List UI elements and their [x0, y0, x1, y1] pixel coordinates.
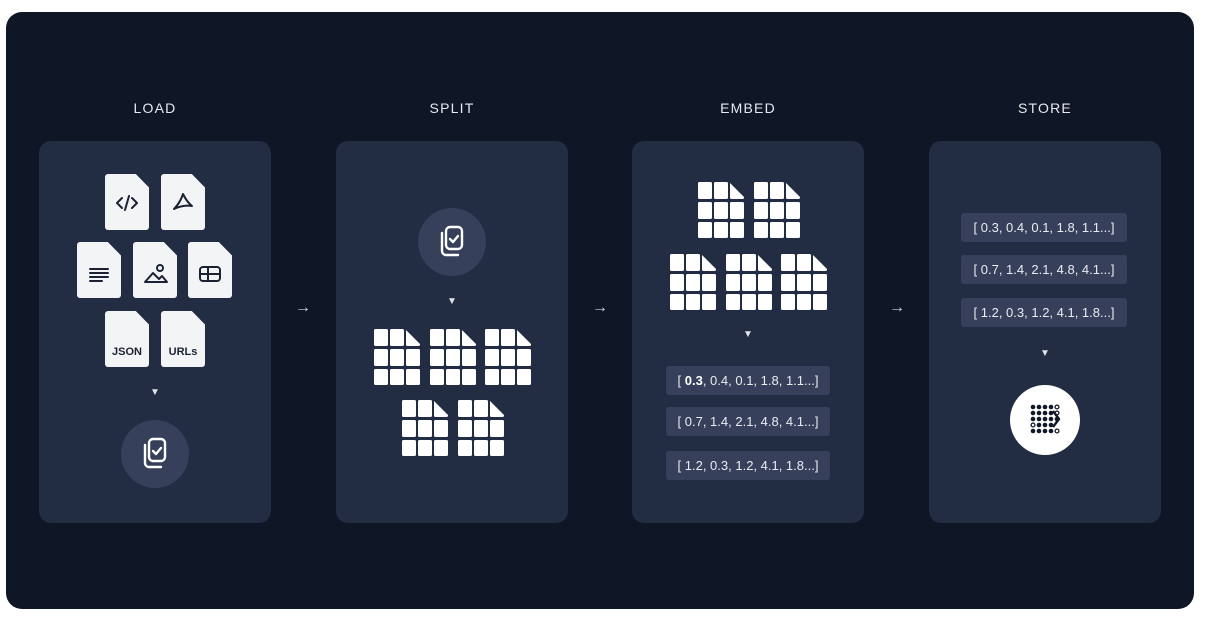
- stored-vector-3: [ 1.2, 0.3, 1.2, 4.1, 1.8...]: [961, 298, 1127, 327]
- documents-icon: [418, 208, 486, 276]
- chunk-grid-icon: [430, 329, 476, 385]
- chunk-grid-icon: [374, 329, 420, 385]
- arrow-embed-to-store: →: [889, 299, 905, 316]
- stage-title-load: LOAD: [133, 100, 177, 116]
- stage-title-store: STORE: [1018, 100, 1072, 116]
- text-file-icon: [77, 242, 121, 298]
- down-triangle-icon: ▼: [447, 296, 457, 307]
- rag-pipeline-diagram: LOAD JSON URLs: [6, 12, 1194, 609]
- vector-store-logo-icon: [1010, 385, 1080, 455]
- stage-title-split: SPLIT: [429, 100, 475, 116]
- down-triangle-icon: ▼: [150, 387, 160, 398]
- code-file-icon: [105, 174, 149, 230]
- stored-vector-1: [ 0.3, 0.4, 0.1, 1.8, 1.1...]: [961, 213, 1127, 242]
- arrow-load-to-split: →: [295, 299, 311, 316]
- panel-load: JSON URLs ▼: [39, 141, 271, 523]
- urls-file-label: URLs: [168, 346, 198, 358]
- pdf-file-icon: [161, 174, 205, 230]
- json-file-label: JSON: [112, 346, 142, 358]
- chunk-grid-icon: [670, 254, 716, 310]
- arrow-split-to-embed: →: [592, 299, 608, 316]
- down-triangle-icon: ▼: [1040, 348, 1050, 359]
- stage-title-embed: EMBED: [720, 100, 776, 116]
- chunk-grid-icon: [726, 254, 772, 310]
- urls-file-icon: URLs: [161, 311, 205, 367]
- stored-vector-2: [ 0.7, 1.4, 2.1, 4.8, 4.1...]: [961, 255, 1127, 284]
- panel-embed: ▼ [ 0.3, 0.4, 0.1, 1.8, 1.1...] [ 0.7, 1…: [632, 141, 864, 523]
- embedding-vector-3: [ 1.2, 0.3, 1.2, 4.1, 1.8...]: [666, 451, 830, 480]
- embedding-vector-1: [ 0.3, 0.4, 0.1, 1.8, 1.1...]: [666, 366, 830, 395]
- down-triangle-icon: ▼: [743, 329, 753, 340]
- panel-store: [ 0.3, 0.4, 0.1, 1.8, 1.1...] [ 0.7, 1.4…: [929, 141, 1161, 523]
- embedding-vector-2: [ 0.7, 1.4, 2.1, 4.8, 4.1...]: [666, 407, 830, 436]
- chunk-grid-icon: [458, 400, 504, 456]
- chunk-grid-icon: [781, 254, 827, 310]
- vector-highlight-value: 0.3: [684, 373, 703, 388]
- chunk-grid-icon: [754, 182, 800, 238]
- chunk-grid-icon: [402, 400, 448, 456]
- documents-icon: [121, 420, 189, 488]
- chunk-grid-icon: [698, 182, 744, 238]
- panel-split: ▼: [336, 141, 568, 523]
- table-file-icon: [188, 242, 232, 298]
- chunk-grid-icon: [485, 329, 531, 385]
- image-file-icon: [133, 242, 177, 298]
- vector-rest: , 0.4, 0.1, 1.8, 1.1...]: [702, 373, 819, 388]
- json-file-icon: JSON: [105, 311, 149, 367]
